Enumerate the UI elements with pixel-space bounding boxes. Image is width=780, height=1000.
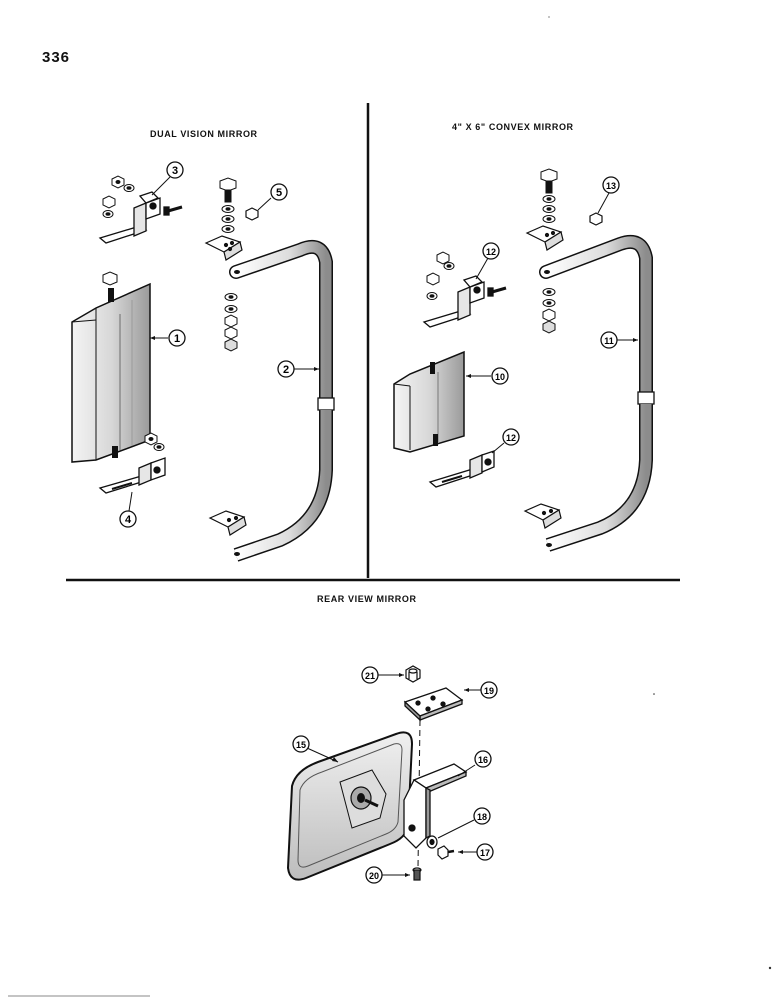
- nut-21: [405, 665, 421, 683]
- convex-callouts: 10 11 12 12 13: [466, 176, 638, 454]
- callout-10: 10: [495, 372, 505, 382]
- convex-mirror-group: [393, 168, 655, 552]
- callout-18: 18: [477, 812, 487, 822]
- callout-4: 4: [125, 514, 132, 526]
- scan-specks: [8, 16, 772, 997]
- bolt-17: [437, 845, 455, 860]
- callout-13: 13: [606, 181, 616, 191]
- bracket-12-lower: [428, 450, 495, 488]
- convex-mirror-head: [393, 350, 465, 453]
- dual-vision-mirror-title: DUAL VISION MIRROR: [150, 129, 258, 139]
- bracket-16: [403, 763, 468, 849]
- bracket-4: [98, 457, 166, 494]
- callout-15: 15: [296, 740, 306, 750]
- screw-20: [412, 867, 422, 881]
- callout-12-upper: 12: [486, 247, 496, 257]
- callout-17: 17: [480, 848, 490, 858]
- rear-view-mirror-title: REAR VIEW MIRROR: [317, 594, 417, 604]
- convex-bolt-washers-top: [540, 168, 558, 223]
- mirror-arm-11: [539, 234, 655, 552]
- rear-mirror-head: [286, 731, 414, 881]
- bracket-3: [98, 191, 183, 244]
- dual-vision-mirror-head: [71, 271, 151, 463]
- dual-hardware-cluster-top: [102, 175, 135, 218]
- dual-washer-stack: [224, 293, 238, 352]
- callout-21: 21: [365, 671, 375, 681]
- convex-bottom-plate: [523, 503, 562, 529]
- convex-hardware-cluster: [426, 251, 455, 300]
- dual-top-plate: [204, 207, 259, 261]
- rear-view-mirror-group: [286, 665, 468, 881]
- callout-5: 5: [276, 187, 282, 199]
- convex-washer-stack: [542, 288, 556, 334]
- dual-hardware-cluster-bottom: [144, 432, 165, 451]
- convex-top-plate: [525, 212, 603, 251]
- callout-19: 19: [484, 686, 494, 696]
- dual-vision-mirror-group: [71, 175, 335, 562]
- dual-vision-callouts: 1 2 3 4 5: [119, 161, 319, 528]
- callout-16: 16: [478, 755, 488, 765]
- page-number: 336: [42, 49, 71, 66]
- mirror-arm-2: [229, 240, 335, 562]
- bracket-12-upper: [422, 275, 507, 328]
- callout-12-lower: 12: [506, 433, 516, 443]
- callout-20: 20: [369, 871, 379, 881]
- callout-11: 11: [604, 336, 614, 346]
- callout-1: 1: [174, 333, 180, 345]
- convex-mirror-title: 4" X 6" CONVEX MIRROR: [452, 122, 574, 132]
- dual-bolt-washers-top: [219, 177, 237, 233]
- dual-bottom-plate: [208, 510, 247, 536]
- plate-19: [403, 687, 464, 722]
- washer-18: [426, 835, 438, 849]
- callout-2: 2: [283, 364, 289, 376]
- callout-3: 3: [172, 165, 178, 177]
- rear-view-callouts: 21 19 15 16 18 17: [292, 666, 498, 884]
